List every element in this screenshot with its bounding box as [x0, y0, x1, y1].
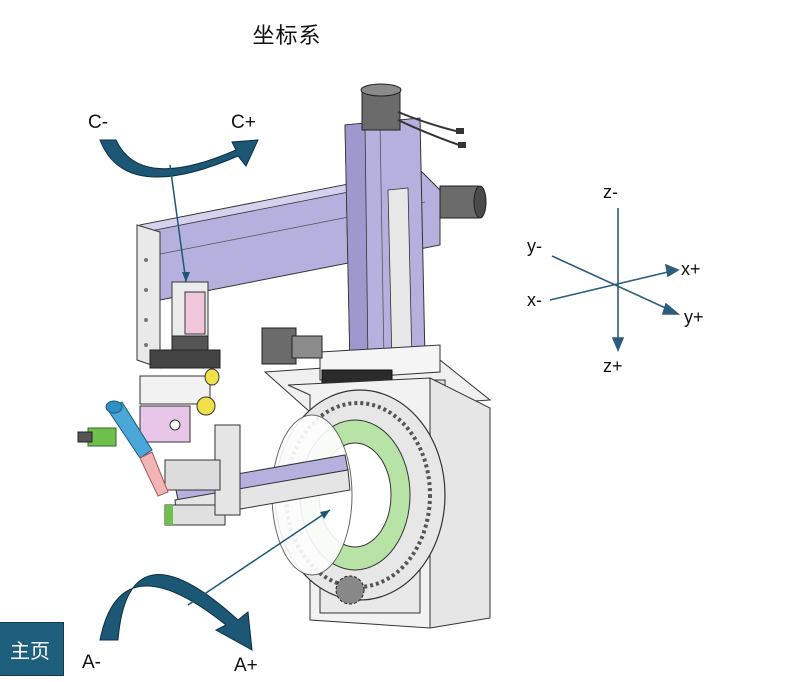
- spray-gun: [77, 400, 169, 497]
- gantry-motor-right: [439, 185, 487, 219]
- vertical-column: [344, 83, 466, 366]
- x-plus-label: x+: [681, 259, 701, 279]
- coordinate-axes: [549, 208, 681, 353]
- c-rotation-arrow: [99, 139, 259, 283]
- c-plus-label: C+: [231, 112, 256, 133]
- a-rotation-arrow: [99, 509, 331, 651]
- lower-arm: [164, 424, 351, 526]
- page-title: 坐标系: [252, 24, 322, 49]
- c-minus-label: C-: [88, 112, 109, 133]
- z-minus-label: z-: [603, 182, 618, 202]
- z-plus-label: z+: [603, 356, 623, 376]
- home-button[interactable]: 主页: [0, 622, 64, 676]
- x-minus-label: x-: [527, 290, 542, 310]
- y-plus-label: y+: [684, 307, 704, 327]
- tool-head: [139, 281, 221, 443]
- slewing-ring: [271, 389, 446, 605]
- y-minus-label: y-: [527, 236, 542, 256]
- a-plus-label: A+: [234, 655, 258, 676]
- a-minus-label: A-: [82, 652, 101, 673]
